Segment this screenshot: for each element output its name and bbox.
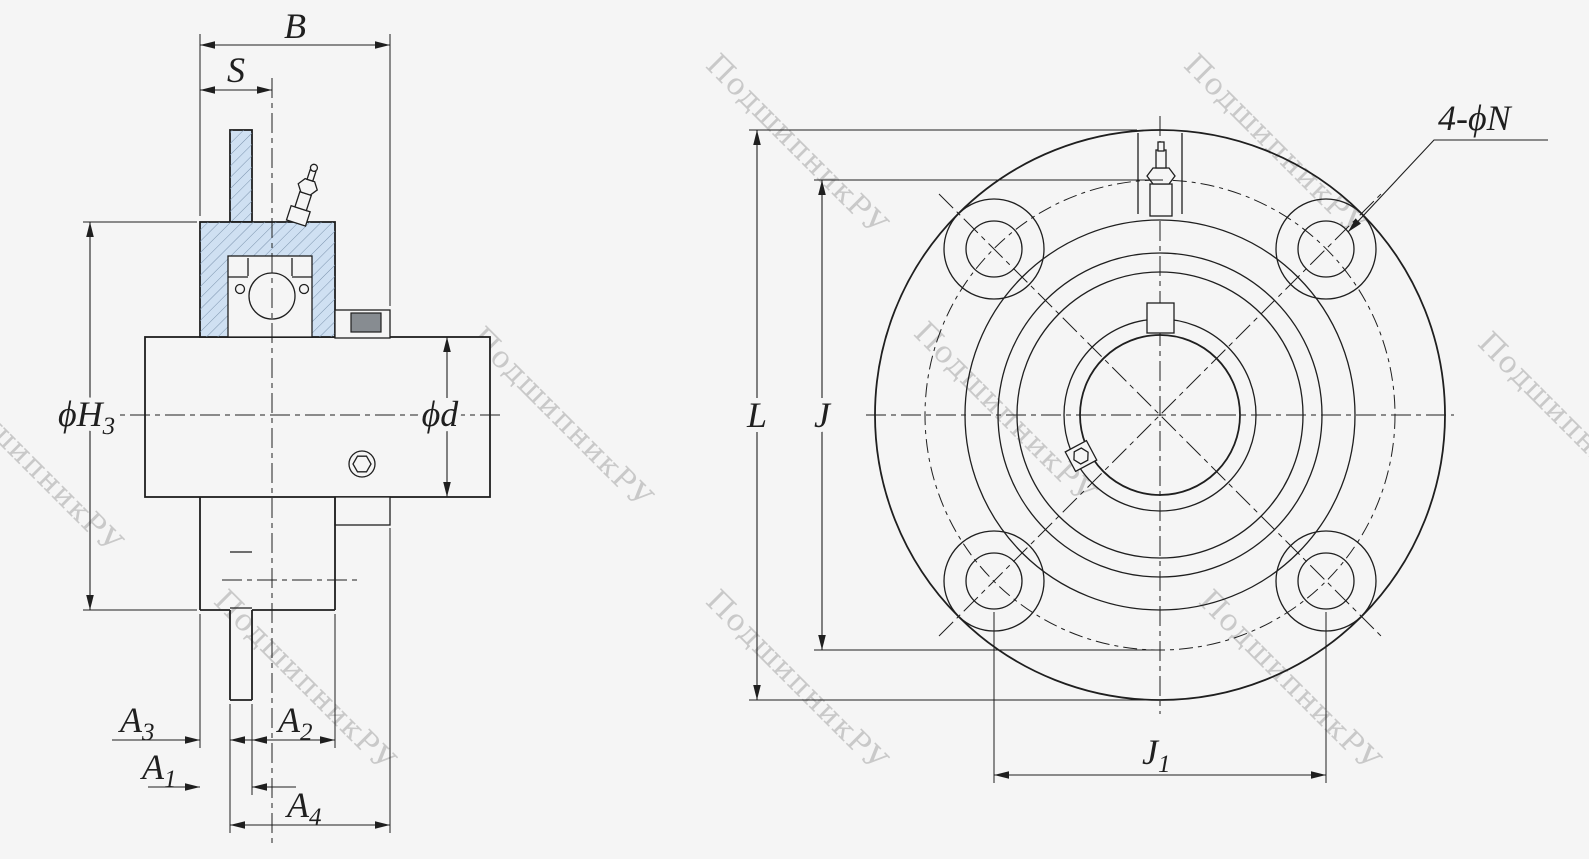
dim-label-s: S (227, 50, 245, 90)
set-screw-body (1064, 439, 1098, 473)
set-screw-front (1064, 439, 1098, 473)
bolt-hole (965, 552, 1023, 610)
dim-label-b: B (284, 6, 306, 46)
fitting-stem (1155, 149, 1167, 169)
seal-right (298, 283, 310, 295)
watermark-text: ПодшипникРУ (699, 47, 895, 243)
dim-label-l: L (746, 395, 767, 435)
dim-label-j: J (814, 395, 832, 435)
watermark-text: ПодшипникРУ (1192, 583, 1388, 779)
grease-fitting-side (285, 163, 319, 227)
dim-label-h3: ϕH3 (58, 394, 115, 440)
bolt-holes (965, 220, 1355, 610)
set-screw-hole-top (1146, 302, 1175, 334)
fitting-hex (297, 177, 319, 196)
extension-lines (83, 34, 391, 833)
hex-socket-icon (352, 455, 372, 473)
dim-label-4phin: 4-ϕN (1438, 98, 1513, 138)
dim-label-d: ϕd (422, 394, 460, 434)
watermark-text: ПодшипникРУ (1177, 47, 1373, 243)
dim-label-a1: A1 (140, 747, 177, 793)
bolt-hole (1297, 552, 1355, 610)
dim-label-a3: A3 (118, 700, 155, 746)
collar-bottom (334, 496, 391, 526)
watermark-text: ПодшипникРУ (464, 320, 660, 516)
dim-label-a2: A2 (276, 700, 313, 746)
hex-socket-screw (348, 450, 376, 478)
leader-4phin (1347, 139, 1548, 233)
fitting-hex (1146, 167, 1176, 185)
fitting-tip (1157, 141, 1165, 152)
lobe-arc (943, 198, 1045, 300)
fitting-base (1149, 183, 1173, 217)
flange-hatch (230, 130, 252, 222)
extension-lines (749, 129, 1327, 783)
watermark-text: ПодшипникРУ (699, 583, 895, 779)
fitting-tip (309, 163, 319, 172)
set-screw-side (350, 312, 382, 333)
seal-left (234, 283, 246, 295)
watermark-text: ПодшипникРУ (207, 583, 403, 779)
watermark-text: ПодшипникРУ (1471, 325, 1589, 521)
bolt-hole (965, 220, 1023, 278)
lobe-arc (1275, 198, 1377, 300)
watermark-text: ПодшипникРУ (907, 315, 1103, 511)
grease-fitting-front (1137, 133, 1183, 217)
right-front-view: L J J1 4-ϕN (741, 98, 1548, 783)
dim-label-a4: A4 (285, 785, 322, 831)
shaft-side (144, 336, 491, 498)
hex-socket-icon (1073, 447, 1089, 465)
dim-label-j1: J1 (1142, 732, 1170, 778)
left-section-view: B S ϕH3 ϕd A3 A1 A2 A4 (53, 6, 505, 848)
bolt-hole (1297, 220, 1355, 278)
